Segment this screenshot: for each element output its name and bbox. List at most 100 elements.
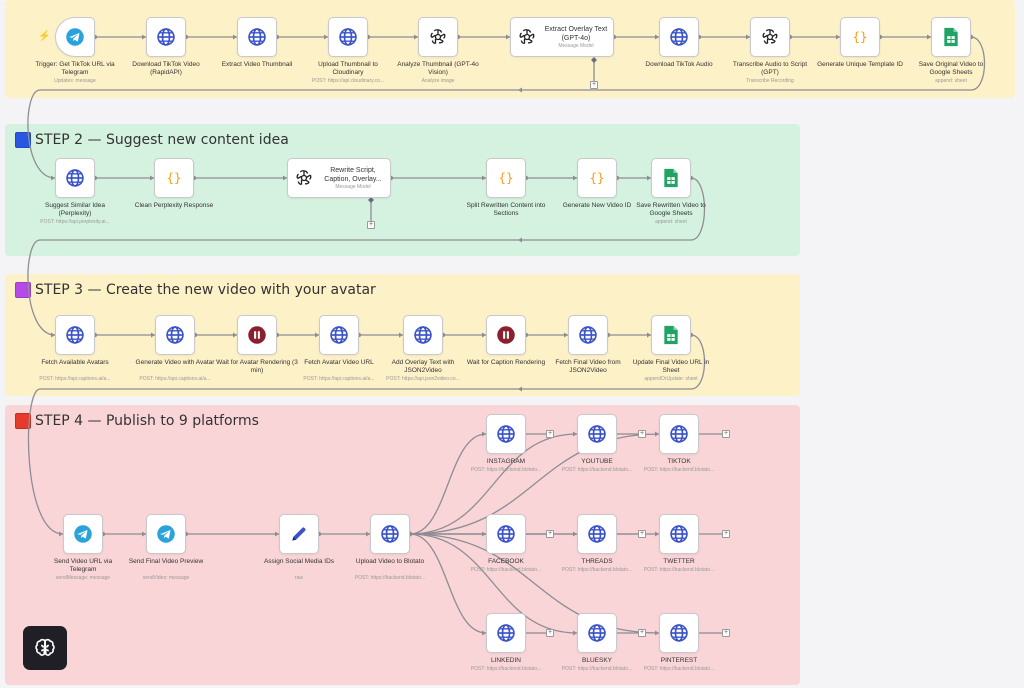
node-label: BLUESKY	[582, 657, 612, 664]
node-label: Clean Perplexity Response	[134, 202, 214, 209]
node-n2[interactable]	[146, 17, 186, 57]
node-n7[interactable]	[659, 17, 699, 57]
node-n9[interactable]: {}	[840, 17, 880, 57]
add-node-button[interactable]: +	[722, 629, 730, 637]
add-node-button[interactable]: +	[546, 430, 554, 438]
openai-icon	[760, 27, 780, 47]
node-subtitle: Message Model	[335, 183, 371, 190]
sheets-icon	[662, 168, 680, 188]
add-node-button[interactable]: +	[638, 629, 646, 637]
step-title-text: STEP 2 — Suggest new content idea	[35, 132, 289, 148]
add-node-button[interactable]: +	[638, 430, 646, 438]
node-title: Extract Overlay Text (GPT-4o)	[544, 25, 608, 42]
step-color-square-icon	[15, 282, 31, 298]
node-n27[interactable]	[279, 514, 319, 554]
step-color-square-icon	[15, 132, 31, 148]
node-subtitle: POST: https://api.json2video.co...	[386, 376, 460, 382]
globe-icon	[65, 168, 85, 188]
node-subtitle: POST: https://backend.blotato...	[643, 467, 715, 473]
node-n28[interactable]	[370, 514, 410, 554]
node-n12[interactable]: {}	[154, 158, 194, 198]
node-n3[interactable]	[237, 17, 277, 57]
add-node-button[interactable]: +	[722, 430, 730, 438]
node-n1[interactable]	[55, 17, 95, 57]
node-label: Update Final Video URL in Sheet	[632, 359, 710, 374]
node-n6[interactable]: Extract Overlay Text (GPT-4o)Message Mod…	[510, 17, 614, 57]
node-label: Suggest Similar Idea (Perplexity)	[45, 202, 105, 217]
sticky-title-step4: STEP 4 — Publish to 9 platforms	[15, 413, 259, 429]
globe-icon	[247, 27, 267, 47]
node-n19[interactable]	[237, 315, 277, 355]
add-node-button[interactable]: +	[638, 530, 646, 538]
node-label: Fetch Final Video from JSON2Video	[555, 359, 621, 374]
globe-icon	[496, 424, 516, 444]
globe-icon	[587, 524, 607, 544]
node-n20[interactable]	[319, 315, 359, 355]
add-node-button[interactable]: +	[367, 221, 375, 229]
ask-ai-button[interactable]	[23, 626, 67, 670]
node-n17[interactable]	[55, 315, 95, 355]
node-n14[interactable]: {}	[486, 158, 526, 198]
node-label: Fetch Avatar Video URL	[304, 359, 374, 366]
node-n13[interactable]: Rewrite Script, Caption, Overlay...Messa…	[287, 158, 391, 198]
node-label: Save Rewritten Video to Google Sheets	[636, 202, 706, 217]
node-n15[interactable]: {}	[577, 158, 617, 198]
node-n32[interactable]	[486, 514, 526, 554]
globe-icon	[165, 325, 185, 345]
node-subtitle: append: sheet	[655, 219, 687, 225]
node-label: TWETTER	[663, 558, 695, 565]
node-label: Upload Thumbnail to Cloudinary	[318, 61, 378, 76]
svg-text:{}: {}	[166, 170, 181, 185]
globe-icon	[669, 27, 689, 47]
node-n22[interactable]	[486, 315, 526, 355]
node-n35[interactable]	[486, 613, 526, 653]
sheets-icon	[942, 27, 960, 47]
add-node-button[interactable]: +	[546, 629, 554, 637]
node-subtitle: POST: https://backend.blotato...	[643, 567, 715, 573]
node-n31[interactable]	[659, 414, 699, 454]
node-n5[interactable]	[418, 17, 458, 57]
add-node-button[interactable]: +	[590, 81, 598, 89]
node-n23[interactable]	[568, 315, 608, 355]
node-n25[interactable]	[63, 514, 103, 554]
node-n34[interactable]	[659, 514, 699, 554]
node-n8[interactable]	[750, 17, 790, 57]
node-n18[interactable]	[155, 315, 195, 355]
add-node-button[interactable]: +	[722, 530, 730, 538]
node-n24[interactable]	[651, 315, 691, 355]
code-icon: {}	[496, 168, 516, 188]
node-label: Save Original Video to Google Sheets	[918, 61, 984, 76]
openai-icon	[294, 168, 314, 188]
node-subtitle: appendOrUpdate: sheet	[644, 376, 698, 382]
globe-icon	[669, 424, 689, 444]
globe-icon	[65, 325, 85, 345]
node-subtitle: sendMessage: message	[55, 575, 111, 581]
openai-icon	[517, 27, 537, 47]
node-subtitle: POST: https://api.cloudinary.co...	[311, 78, 385, 84]
add-node-button[interactable]: +	[546, 530, 554, 538]
pause-icon	[247, 325, 267, 345]
node-n26[interactable]	[146, 514, 186, 554]
node-label: THREADS	[581, 558, 613, 565]
node-n33[interactable]	[577, 514, 617, 554]
node-n36[interactable]	[577, 613, 617, 653]
node-label: Rewrite Script, Caption, Overlay...Messa…	[320, 166, 390, 191]
svg-text:{}: {}	[589, 170, 604, 185]
node-label: Generate Unique Template ID	[817, 61, 903, 68]
node-n11[interactable]	[55, 158, 95, 198]
globe-icon	[496, 623, 516, 643]
node-n10[interactable]	[931, 17, 971, 57]
node-label: Generate New Video ID	[562, 202, 632, 209]
node-n29[interactable]	[486, 414, 526, 454]
node-subtitle: Transcribe Recording	[746, 78, 794, 84]
brain-icon	[32, 635, 58, 661]
node-n37[interactable]	[659, 613, 699, 653]
node-n21[interactable]	[403, 315, 443, 355]
node-n4[interactable]	[328, 17, 368, 57]
node-n30[interactable]	[577, 414, 617, 454]
node-label: LINKEDIN	[491, 657, 521, 664]
node-label: Wait for Caption Rendering	[466, 359, 546, 366]
node-n16[interactable]	[651, 158, 691, 198]
code-icon: {}	[164, 168, 184, 188]
